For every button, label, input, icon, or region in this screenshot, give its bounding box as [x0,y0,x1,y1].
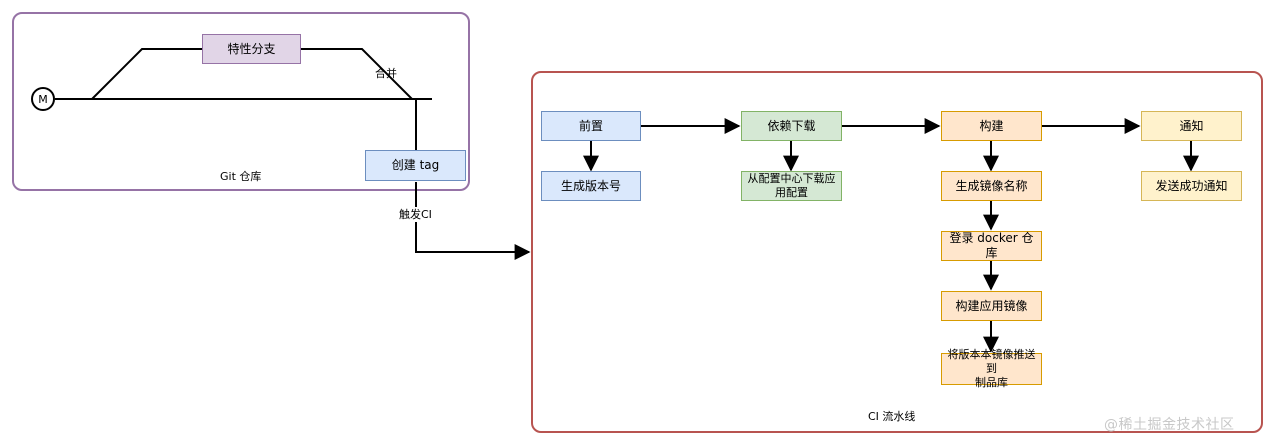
step-build-image-label: 构建应用镜像 [955,298,1028,313]
feature-branch-out [91,48,202,100]
stage-notify-node: 通知 [1141,111,1242,141]
step-notify-success-node: 发送成功通知 [1141,171,1242,201]
step-docker-login-node: 登录 docker 仓库 [941,231,1042,261]
main-branch-label: M [38,92,48,106]
stage-pre-node: 前置 [541,111,641,141]
step-config-node: 从配置中心下载应 用配置 [741,171,842,201]
stage-deps-title: 依赖下载 [767,118,816,133]
stage-notify-title: 通知 [1179,118,1204,133]
step-docker-login-label: 登录 docker 仓库 [949,231,1034,260]
step-version-label: 生成版本号 [560,178,621,193]
create-tag-node: 创建 tag [365,150,466,181]
feature-branch-label: 特性分支 [227,41,276,56]
git-repo-label: Git 仓库 [220,170,262,183]
watermark: @稀土掘金技术社区 [1104,417,1235,433]
step-version-node: 生成版本号 [541,171,641,201]
trigger-ci-label: 触发CI [397,207,434,222]
step-build-image-node: 构建应用镜像 [941,291,1042,321]
main-branch-circle: M [31,87,55,111]
step-config-label: 从配置中心下载应 用配置 [747,172,836,199]
stage-build-title: 构建 [979,118,1004,133]
step-push-artifact-label: 将版本本镜像推送到 制品库 [947,348,1036,389]
stage-build-node: 构建 [941,111,1042,141]
create-tag-label: 创建 tag [391,158,440,172]
merge-label: 合并 [375,67,397,80]
feature-branch-node: 特性分支 [202,34,301,64]
step-push-artifact-node: 将版本本镜像推送到 制品库 [941,348,1042,389]
stage-deps-node: 依赖下载 [741,111,842,141]
step-image-name-label: 生成镜像名称 [955,178,1028,193]
step-notify-success-label: 发送成功通知 [1155,178,1228,193]
feature-branch-merge [301,48,413,100]
stage-pre-title: 前置 [578,118,603,133]
step-image-name-node: 生成镜像名称 [941,171,1042,201]
ci-pipeline-label: CI 流水线 [868,410,916,423]
trigger-ci-arrow [415,182,531,260]
